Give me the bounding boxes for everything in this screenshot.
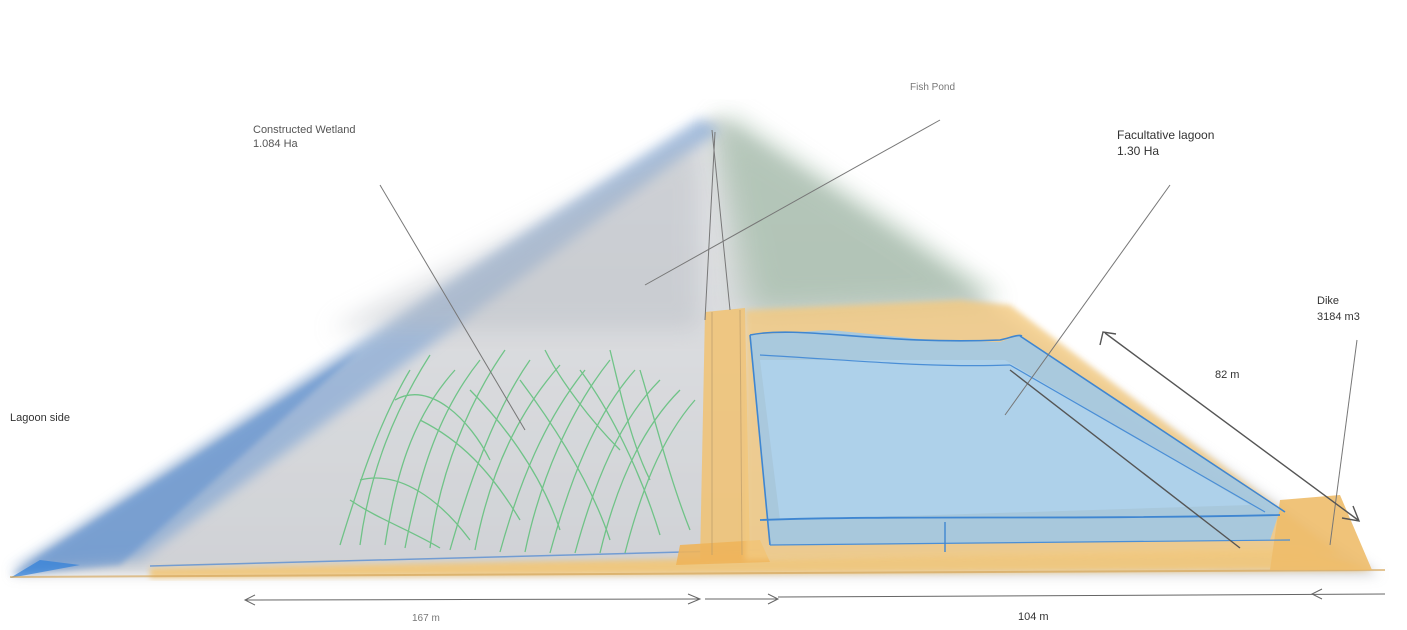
dike-name: Dike <box>1317 295 1340 307</box>
leader-lines <box>379 119 1358 546</box>
constructed-wetland-area: 1.084 Ha <box>253 138 298 150</box>
facultative-lagoon-area: 1.30 Ha <box>1117 144 1160 158</box>
dike-volume: 3184 m3 <box>1317 311 1360 323</box>
lagoon-water <box>749 330 1291 552</box>
slope-length-label: 82 m <box>1215 369 1240 381</box>
constructed-wetland-label: Constructed Wetland 1.084 Ha <box>253 123 356 151</box>
slope-dimension-arrow <box>1009 331 1361 549</box>
dike-label: Dike 3184 m3 <box>1317 293 1360 325</box>
bottom-dimension-lines <box>243 588 1386 606</box>
facultative-lagoon-name: Facultative lagoon <box>1117 128 1215 142</box>
left-span-label: 167 m <box>412 613 440 624</box>
facultative-lagoon-label: Facultative lagoon 1.30 Ha <box>1117 127 1214 159</box>
lagoon-side-label: Lagoon side <box>10 412 70 424</box>
fish-pond-label: Fish Pond <box>910 82 956 93</box>
right-span-label: 104 m <box>1018 611 1049 623</box>
central-berm <box>676 308 770 565</box>
constructed-wetland-name: Constructed Wetland <box>253 124 356 136</box>
wetland-vegetation <box>339 349 696 554</box>
